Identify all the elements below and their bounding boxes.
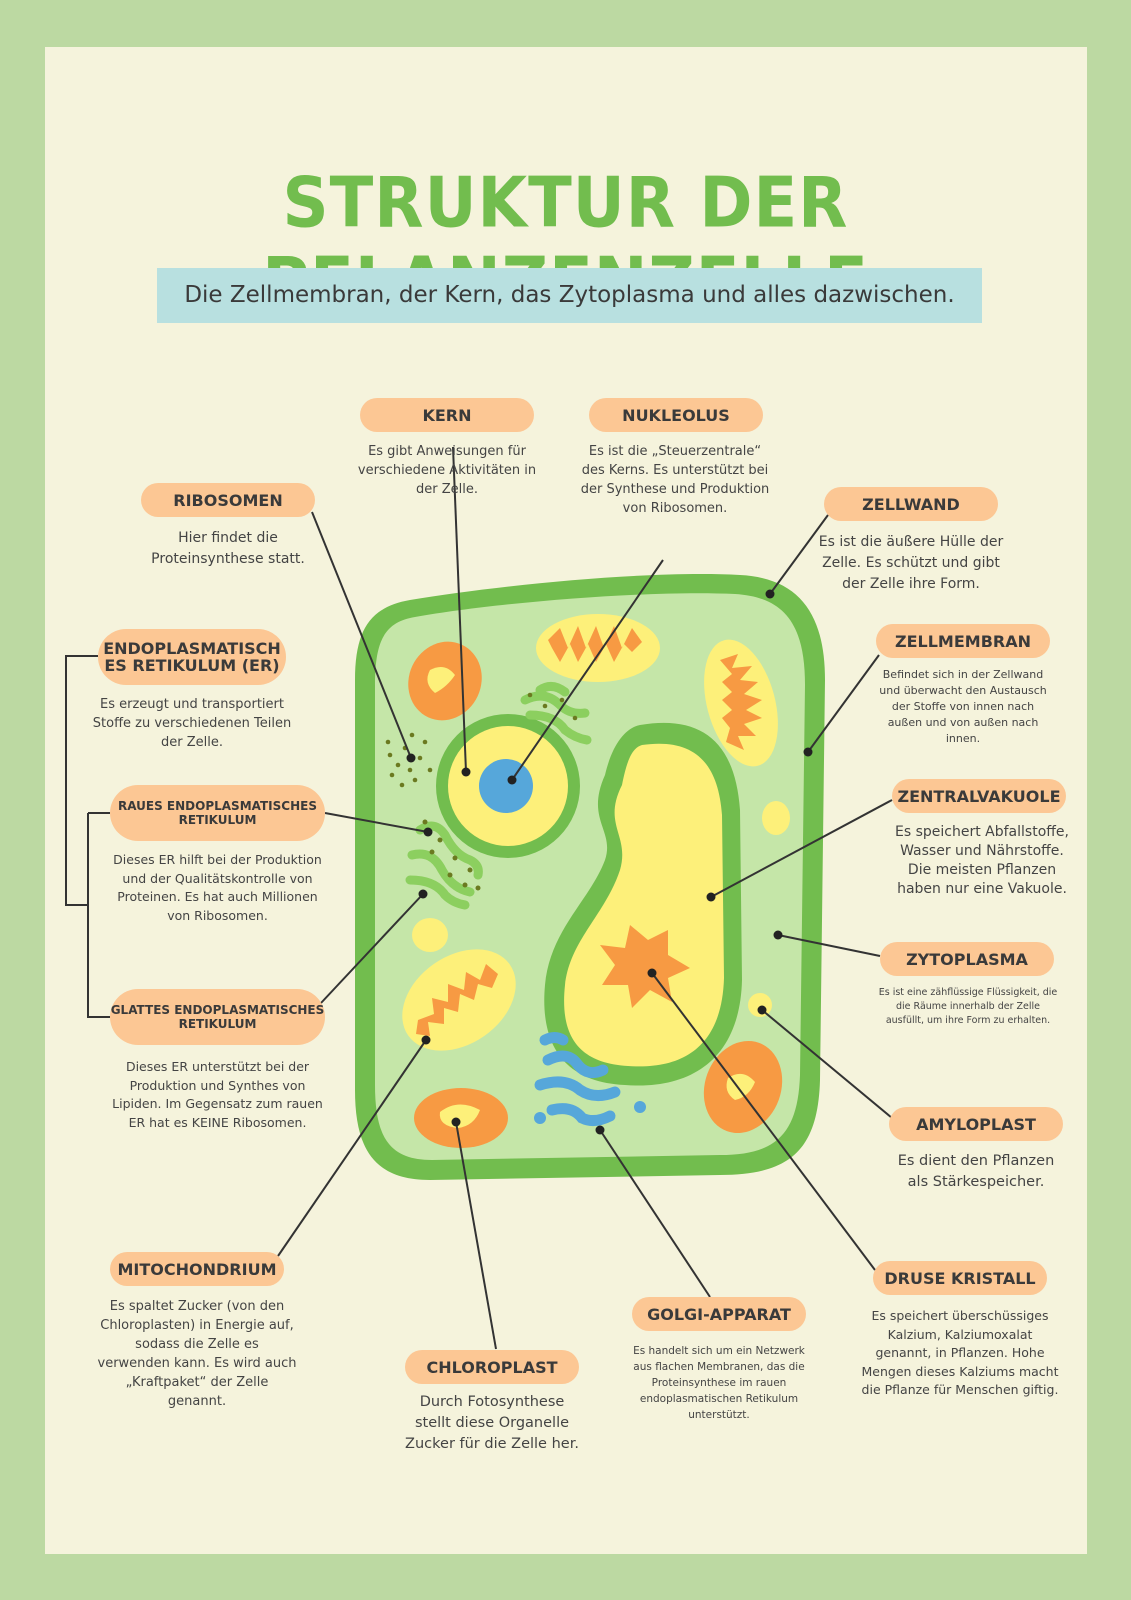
desc-zellmembran: Befindet sich in der Zellwand und überwa… xyxy=(879,668,1047,745)
label-ribosomen: RIBOSOMEN xyxy=(141,483,315,517)
free-ribosomes xyxy=(385,732,433,788)
druse-crystal xyxy=(600,925,690,1008)
label-er: ENDOPLASMATISCH ES RETIKULUM (ER) xyxy=(98,629,286,685)
desc-chloroplast: Durch Fotosynthese stellt diese Organell… xyxy=(405,1394,579,1452)
desc-zentralvakuole: Es speichert Abfallstoffe, Wasser und Nä… xyxy=(895,824,1069,897)
label-raues-er: RAUES ENDOPLASMATISCHES RETIKULUM xyxy=(110,785,325,841)
leader-lines xyxy=(277,446,893,1350)
desc-mitochondrium: Es spaltet Zucker (von den Chloroplasten… xyxy=(97,1299,297,1409)
vesicle-2 xyxy=(412,918,448,952)
golgi-apparatus xyxy=(534,1032,621,1127)
desc-amyloplast: Es dient den Pflanzen als Stärkespeicher… xyxy=(897,1153,1055,1190)
desc-zytoplasma: Es ist eine zähflüssige Flüssigkeit, die… xyxy=(878,987,1058,1026)
label-zellmembran: ZELLMEMBRAN xyxy=(876,624,1050,658)
desc-zellwand: Es ist die äußere Hülle der Zelle. Es sc… xyxy=(818,534,1004,592)
label-golgi: GOLGI-APPARAT xyxy=(632,1297,806,1331)
central-vacuole xyxy=(564,743,724,1067)
nucleolus xyxy=(479,759,533,813)
label-zytoplasma: ZYTOPLASMA xyxy=(880,942,1054,976)
ribosome-dots-er xyxy=(422,819,481,891)
subtitle-band: Die Zellmembran, der Kern, das Zytoplasm… xyxy=(157,268,982,323)
er-bracket xyxy=(65,655,110,1018)
label-amyloplast: AMYLOPLAST xyxy=(889,1107,1063,1141)
label-kern: KERN xyxy=(360,398,534,432)
label-zellwand: ZELLWAND xyxy=(824,487,998,521)
label-mitochondrium: MITOCHONDRIUM xyxy=(110,1252,284,1286)
desc-nukleolus: Es ist die „Steuerzentrale“ des Kerns. E… xyxy=(580,444,770,516)
desc-druse: Es speichert überschüssiges Kalzium, Kal… xyxy=(861,1308,1059,1397)
desc-golgi: Es handelt sich um ein Netzwerk aus flac… xyxy=(633,1345,805,1421)
rough-er xyxy=(405,821,483,910)
desc-kern: Es gibt Anweisungen für verschiedene Akt… xyxy=(357,444,537,497)
label-glattes-er: GLATTES ENDOPLASMATISCHES RETIKULUM xyxy=(110,989,325,1045)
label-chloroplast: CHLOROPLAST xyxy=(405,1350,579,1384)
label-druse: DRUSE KRISTALL xyxy=(873,1261,1047,1295)
desc-glattes-er: Dieses ER unterstützt bei der Produktion… xyxy=(112,1059,323,1130)
desc-raues-er: Dieses ER hilft bei der Produktion und d… xyxy=(113,852,322,923)
vesicle-1 xyxy=(762,801,790,835)
smooth-er xyxy=(520,682,592,745)
leader-dots xyxy=(406,589,813,1135)
desc-ribosomen: Hier findet die Proteinsynthese statt. xyxy=(151,530,305,567)
label-nukleolus: NUKLEOLUS xyxy=(589,398,763,432)
desc-er: Es erzeugt und transportiert Stoffe zu v… xyxy=(92,697,292,750)
label-zentralvakuole: ZENTRALVAKUOLE xyxy=(892,779,1066,813)
